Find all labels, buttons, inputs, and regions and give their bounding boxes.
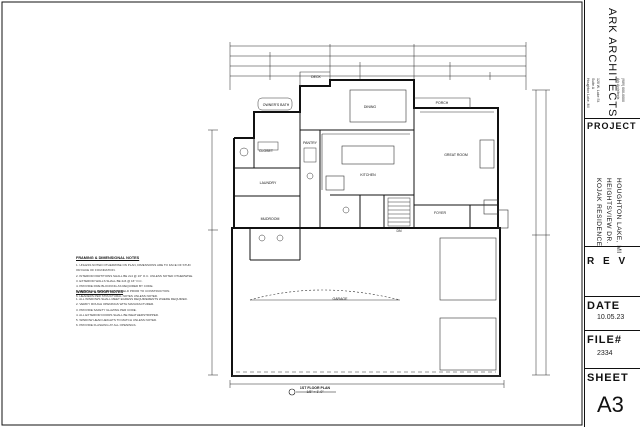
bath-fixtures <box>239 97 350 242</box>
project-label: PROJECT <box>587 121 637 131</box>
title-block-divider <box>585 296 640 297</box>
dimension-strings-left <box>208 129 218 376</box>
room-label-porch: PORCH <box>436 101 449 105</box>
stair-label: DN <box>396 229 402 233</box>
room-labels: DINING KITCHEN GREAT ROOM OWNER'S BATH C… <box>259 75 468 301</box>
plan-title: 1ST FLOOR PLAN <box>299 386 331 390</box>
note-item: 2. INTERIOR PARTITIONS SHALL BE 2x4 @ 16… <box>76 273 194 278</box>
note-item: 4. ALL EXTERIOR DOORS SHALL BE WEATHERST… <box>76 312 159 317</box>
room-label-dining: DINING <box>364 105 377 109</box>
floor-plan: DINING KITCHEN GREAT ROOM OWNER'S BATH C… <box>1 1 583 426</box>
room-label-pantry: PANTRY <box>303 141 318 145</box>
interior-walls <box>234 108 498 261</box>
sheet-label: SHEET <box>587 372 629 384</box>
firm-address-line: 120 W. Lake St. <box>596 78 600 103</box>
room-label-mudroom: MUDROOM <box>261 217 280 221</box>
room-label-closet: CLOSET <box>259 149 274 153</box>
title-block-divider <box>585 330 640 331</box>
file-label: FILE# <box>587 334 622 346</box>
sheet-border <box>1 1 583 426</box>
note-item: 1. UNLESS NOTED OTHERWISE ON PLAN, DIMEN… <box>76 263 191 273</box>
note-item: 6. HEADERS PER STRUCTURAL NOTES UNLESS N… <box>76 294 158 299</box>
title-block-divider <box>585 368 640 369</box>
note-item: 4. PROVIDE FIRE BLOCKING AS REQUIRED BY … <box>76 284 154 289</box>
note-item: 5. WINDOW HEAD HEIGHTS TO MATCH UNLESS N… <box>76 318 158 323</box>
dimension-strings-bottom <box>229 380 505 388</box>
project-line: HEIGHTSVIEW DR. <box>605 178 612 245</box>
note-item: 5. VERIFY ALL DIMENSIONS IN FIELD PRIOR … <box>76 289 171 294</box>
project-line: HOUGHTON LAKE, MI <box>615 178 622 254</box>
note-item: 3. PROVIDE SAFETY GLAZING PER CODE. <box>76 307 137 312</box>
room-label-kitchen: KITCHEN <box>360 173 376 177</box>
firm-logo: ARK ARCHITECTS <box>604 8 618 118</box>
sheet-number: A3 <box>597 392 624 417</box>
room-label-garage: GARAGE <box>333 297 349 301</box>
room-label-great-room: GREAT ROOM <box>444 153 468 157</box>
exterior-walls <box>231 79 501 377</box>
room-label-laundry: LAUNDRY <box>260 181 277 185</box>
date-label: DATE <box>587 300 621 312</box>
porch <box>299 71 509 229</box>
note-item: 6. PROVIDE FLASHING AT ALL OPENINGS. <box>76 323 137 328</box>
title-block-divider <box>585 246 640 247</box>
project-line: KOJAK RESIDENCE <box>595 178 602 247</box>
garage-details <box>232 237 500 377</box>
file-value: 2334 <box>597 350 613 357</box>
firm-name: ARK ARCHITECTS <box>606 8 618 118</box>
firm-address-line: (989) 000-0000 <box>621 78 625 102</box>
framing-notes: FRAMING & DIMENSIONAL NOTES 1. UNLESS NO… <box>76 256 196 300</box>
room-label-deck: DECK <box>311 75 321 79</box>
great-room-fixtures <box>420 111 499 215</box>
stair <box>387 197 411 227</box>
window-notes: WINDOW & DOOR NOTES 1. ALL WINDOWS SHALL… <box>76 290 196 328</box>
note-item: 1. ALL WINDOWS SHALL MEET EGRESS REQUIRE… <box>76 297 188 302</box>
room-label-foyer: FOYER <box>434 211 447 215</box>
note-item: 2. VERIFY ROUGH OPENINGS WITH MANUFACTUR… <box>76 302 154 307</box>
dimension-strings-right <box>532 89 550 376</box>
title-block: PROJECT R E V DATE 10.05.23 FILE# 2334 S… <box>584 0 640 427</box>
room-label-owners-bath: OWNER'S BATH <box>263 103 290 107</box>
window-notes-title: WINDOW & DOOR NOTES <box>76 290 124 294</box>
framing-notes-title: FRAMING & DIMENSIONAL NOTES <box>76 256 140 260</box>
kitchen-fixtures <box>321 89 410 191</box>
date-value: 10.05.23 <box>597 314 625 321</box>
plan-scale: 1/8" = 1'-0" <box>306 390 324 394</box>
plan-caption: 1ST FLOOR PLAN 1/8" = 1'-0" <box>285 386 345 394</box>
firm-address-line: Ark Architects <box>616 78 620 100</box>
dimension-strings-top <box>229 42 527 90</box>
plan-title-marker <box>288 388 336 396</box>
title-block-divider <box>585 118 640 119</box>
rev-label: R E V <box>587 256 629 267</box>
firm-address-line: Suite A <box>591 78 595 90</box>
note-item: 3. EXTERIOR WALLS SHALL BE 2x6 @ 16" O.C… <box>76 278 143 283</box>
firm-address-line: Houghton Lake, MI <box>586 78 590 108</box>
